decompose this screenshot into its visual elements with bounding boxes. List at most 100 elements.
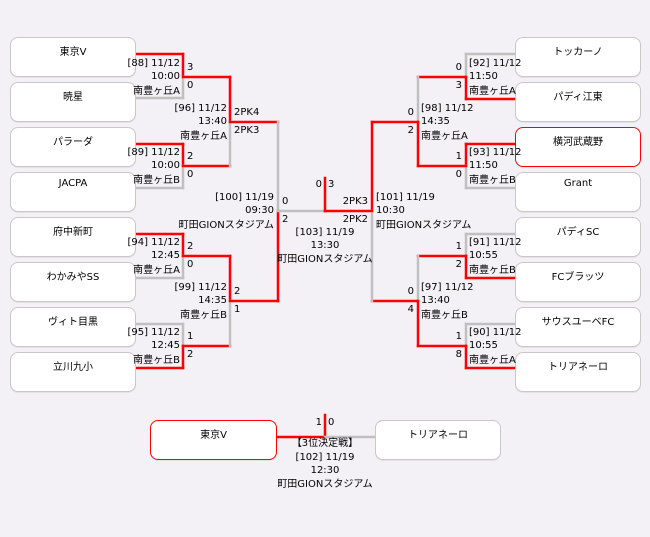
team-box[interactable]: 横河武蔵野 (515, 127, 641, 167)
match-time: 13:40 (421, 295, 450, 306)
team-name: パディ江東 (553, 92, 603, 103)
team-name: 横河武蔵野 (553, 137, 603, 148)
score-bottom: 2 (282, 214, 289, 225)
team-name: トリアネーロ (548, 362, 608, 373)
score-bottom: 8 (455, 349, 462, 360)
team-box[interactable]: 立川九小 (10, 352, 136, 392)
final-header: [103] 11/19 (295, 227, 355, 238)
match-time: 11:50 (469, 71, 498, 82)
third-place-header: [102] 11/19 (295, 452, 355, 463)
score-bottom: 4 (407, 304, 414, 315)
team-box[interactable]: わかみやSS (10, 262, 136, 302)
score-top: 0 (455, 62, 462, 73)
match-header: [98] 11/12 (421, 103, 474, 114)
final-score-left: 0 (315, 179, 322, 190)
score-top: 0 (407, 286, 414, 297)
score-top: 2PK4 (234, 107, 260, 118)
match-venue: 南豊ヶ丘B (469, 265, 516, 276)
final-score-right: 3 (328, 179, 335, 190)
score-bottom: 1 (234, 304, 241, 315)
match-venue: 南豊ヶ丘B (133, 175, 180, 186)
match-time: 10:00 (151, 71, 180, 82)
third-score-left: 1 (315, 417, 322, 428)
third-place-team-right[interactable]: トリアネーロ (375, 420, 501, 460)
score-bottom: 2PK3 (234, 125, 260, 136)
match-header: [101] 11/19 (376, 192, 435, 203)
team-box[interactable]: パディSC (515, 217, 641, 257)
match-time: 10:55 (469, 340, 498, 351)
third-place-venue: 町田GIONスタジアム (277, 479, 373, 490)
score-top: 2 (187, 241, 194, 252)
match-time: 12:45 (151, 250, 180, 261)
match-header: [90] 11/12 (469, 327, 522, 338)
match-time: 14:35 (421, 116, 450, 127)
team-box[interactable]: 暁星 (10, 82, 136, 122)
team-name: 東京V (59, 47, 87, 58)
score-bottom: 3 (455, 80, 462, 91)
match-header: [88] 11/12 (127, 58, 180, 69)
match-header: [89] 11/12 (127, 147, 180, 158)
final-venue: 町田GIONスタジアム (277, 254, 373, 265)
match-time: 10:30 (376, 205, 405, 216)
score-top: 2 (234, 286, 241, 297)
team-name: JACPA (58, 178, 88, 189)
team-box[interactable]: サウスユーベFC (515, 307, 641, 347)
score-bottom: 0 (187, 259, 194, 270)
match-venue: 南豊ヶ丘A (421, 131, 468, 142)
score-bottom: 0 (455, 169, 462, 180)
match-venue: 南豊ヶ丘A (469, 355, 516, 366)
team-box[interactable]: トリアネーロ (515, 352, 641, 392)
team-name: わかみやSS (46, 272, 100, 283)
team-name: 東京V (200, 430, 227, 441)
match-venue: 南豊ヶ丘B (469, 175, 516, 186)
score-top: 1 (455, 241, 462, 252)
third-place-title: 【3位決定戦】 (291, 438, 359, 449)
team-box[interactable]: トッカーノ (515, 37, 641, 77)
team-box[interactable]: FCブラッツ (515, 262, 641, 302)
team-box[interactable]: JACPA (10, 172, 136, 212)
match-header: [99] 11/12 (174, 282, 227, 293)
final-time: 13:30 (310, 240, 340, 251)
score-top: 0 (282, 196, 289, 207)
team-name: 府中新町 (53, 227, 93, 238)
score-top: 1 (455, 151, 462, 162)
score-bottom: 2PK2 (342, 214, 368, 225)
score-bottom: 2 (455, 259, 462, 270)
team-name: サウスユーベFC (541, 317, 615, 328)
team-box[interactable]: ヴィト目黒 (10, 307, 136, 347)
score-top: 2 (187, 151, 194, 162)
match-time: 13:40 (198, 116, 227, 127)
score-bottom: 2 (407, 125, 414, 136)
match-header: [92] 11/12 (469, 58, 522, 69)
team-name: トッカーノ (553, 47, 603, 58)
match-venue: 南豊ヶ丘B (133, 355, 180, 366)
team-box[interactable]: 東京V (10, 37, 136, 77)
match-venue: 南豊ヶ丘B (421, 310, 468, 321)
match-time: 11:50 (469, 160, 498, 171)
match-venue: 南豊ヶ丘A (133, 86, 180, 97)
match-header: [95] 11/12 (127, 327, 180, 338)
team-box[interactable]: Grant (515, 172, 641, 212)
team-name: トリアネーロ (408, 430, 468, 441)
third-place-time: 12:30 (310, 465, 340, 476)
score-bottom: 2 (187, 349, 194, 360)
match-time: 09:30 (245, 205, 274, 216)
team-name: 暁星 (63, 92, 83, 103)
team-name: ヴィト目黒 (48, 317, 98, 328)
score-top: 2PK3 (342, 196, 368, 207)
score-top: 1 (455, 331, 462, 342)
team-box[interactable]: 府中新町 (10, 217, 136, 257)
score-bottom: 0 (187, 80, 194, 91)
match-header: [96] 11/12 (174, 103, 227, 114)
match-time: 14:35 (198, 295, 227, 306)
team-box[interactable]: パラーダ (10, 127, 136, 167)
match-header: [91] 11/12 (469, 237, 522, 248)
match-header: [97] 11/12 (421, 282, 474, 293)
score-bottom: 0 (187, 169, 194, 180)
third-place-team-left[interactable]: 東京V (150, 420, 277, 460)
team-box[interactable]: パディ江東 (515, 82, 641, 122)
score-top: 1 (187, 331, 194, 342)
match-header: [94] 11/12 (127, 237, 180, 248)
match-venue: 町田GIONスタジアム (376, 220, 472, 231)
